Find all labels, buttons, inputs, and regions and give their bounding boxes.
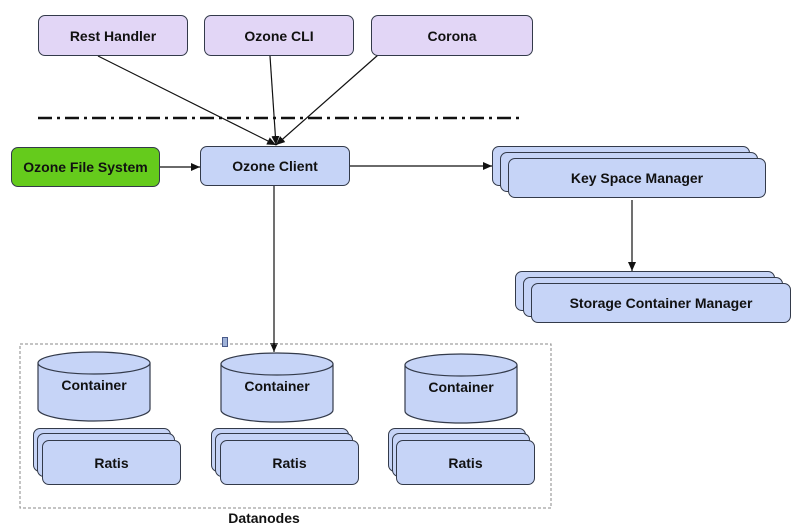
key-space-manager-stack: Key Space Manager [492,146,768,202]
container-cylinder: Container [220,352,334,424]
corona-label: Corona [427,27,477,44]
container-label: Container [428,379,494,395]
ratis-box: Ratis [396,440,535,485]
ozone-cli-box: Ozone CLI [204,15,354,56]
ozone-file-system-box: Ozone File System [11,147,160,187]
selection-handle-icon [222,337,228,347]
ratis-box: Ratis [42,440,181,485]
storage-container-manager-stack: Storage Container Manager [515,271,794,327]
container-label: Container [61,377,127,393]
datanode: Container Ratis [388,353,554,493]
ozone-file-system-label: Ozone File System [23,159,148,175]
cylinder-icon [37,351,151,422]
storage-container-manager-label: Storage Container Manager [569,295,753,311]
ratis-label: Ratis [94,454,129,471]
container-label: Container [244,378,310,394]
ozone-client-label: Ozone Client [232,158,318,174]
cylinder-icon [404,353,518,424]
storage-container-manager-box: Storage Container Manager [531,283,791,323]
corona-box: Corona [371,15,533,56]
ratis-label: Ratis [448,454,483,471]
container-cylinder: Container [404,353,518,425]
container-cylinder: Container [37,351,151,423]
ratis-label: Ratis [272,454,307,471]
datanodes-label: Datanodes [228,510,300,526]
arrow-rest-handler-to-client [97,55,277,146]
rest-handler-label: Rest Handler [69,27,157,44]
cylinder-icon [220,352,334,423]
arrow-corona-to-client [275,54,379,146]
ratis-box: Ratis [220,440,359,485]
key-space-manager-box: Key Space Manager [508,158,766,198]
arrow-ozone-cli-to-client [269,55,280,146]
datanodes-group-border [19,343,552,509]
rest-handler-box: Rest Handler [38,15,188,56]
datanode: Container Ratis [33,351,187,491]
ozone-client-box: Ozone Client [200,146,350,186]
key-space-manager-label: Key Space Manager [570,170,704,186]
datanode: Container Ratis [211,352,370,492]
ozone-cli-label: Ozone CLI [244,27,314,44]
